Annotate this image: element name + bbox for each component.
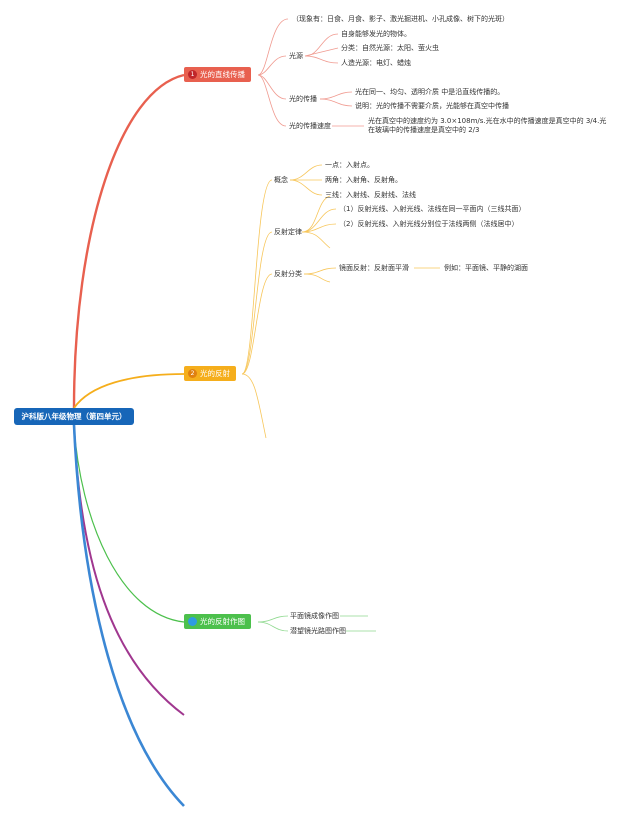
light-source-node[interactable]: 光源 (289, 52, 303, 60)
branch-label: 光的反射 (200, 369, 230, 378)
drawing-item[interactable]: 潜望镜光路图作图 (290, 627, 346, 635)
concept-item[interactable]: 一点：入射点。 (325, 161, 374, 169)
speed-text[interactable]: 光在真空中的速度约为 3.0×108m/s.光在水中的传播速度是真空中的 3/4… (368, 117, 607, 134)
root-label: 沪科版八年级物理（第四单元） (21, 412, 127, 421)
branch-line-5 (72, 424, 185, 807)
concept-node[interactable]: 概念 (274, 176, 288, 184)
law-item[interactable]: （2）反射光线、入射光线分别位于法线两侧（法线居中） (339, 220, 519, 228)
branch-2-connectors (241, 164, 440, 439)
law-node[interactable]: 反射定律 (274, 228, 302, 236)
branch-line-2 (73, 373, 185, 409)
concept-item[interactable]: 三线：入射线、反射线、法线 (325, 191, 416, 199)
phenomena-note[interactable]: （现象有：日食、月食、影子、激光掘进机、小孔成像、树下的光斑） (292, 15, 509, 23)
branch-3-connectors (257, 615, 376, 632)
propagation-node[interactable]: 光的传播 (289, 95, 317, 103)
branch-node-straight-line[interactable]: 1 光的直线传播 (184, 67, 251, 82)
branch-label: 光的直线传播 (200, 70, 245, 79)
types-node[interactable]: 反射分类 (274, 270, 302, 278)
source-item[interactable]: 分类：自然光源：太阳、萤火虫 (341, 44, 439, 52)
number-badge-icon: 2 (188, 369, 197, 378)
law-item[interactable]: （1）反射光线、入射光线、法线在同一平面内（三线共面） (339, 205, 526, 213)
source-item[interactable]: 自身能够发光的物体。 (341, 30, 411, 38)
branch-line-3 (73, 424, 185, 623)
branch-line-4 (73, 424, 185, 716)
propagation-item[interactable]: 说明：光的传播不需要介质，光能够在真空中传播 (355, 102, 509, 110)
number-badge-icon: 1 (188, 70, 197, 79)
branch-line-1 (72, 73, 185, 409)
root-node[interactable]: 沪科版八年级物理（第四单元） (14, 408, 134, 425)
speed-node[interactable]: 光的传播速度 (289, 122, 331, 130)
mirror-example[interactable]: 例如：平面镜、平静的湖面 (444, 264, 528, 272)
branch-label: 光的反射作图 (200, 617, 245, 626)
circle-badge-icon (188, 617, 197, 626)
drawing-item[interactable]: 平面镜成像作图 (290, 612, 339, 620)
propagation-item[interactable]: 光在同一、均匀、透明介质 中是沿直线传播的。 (355, 88, 505, 96)
mirror-reflection[interactable]: 镜面反射：反射面平滑 (339, 264, 409, 272)
branch-node-reflection-drawing[interactable]: 光的反射作图 (184, 614, 251, 629)
branch-node-reflection[interactable]: 2 光的反射 (184, 366, 236, 381)
branch-1-connectors (257, 18, 364, 127)
source-item[interactable]: 人造光源：电灯、蜡烛 (341, 59, 411, 67)
concept-item[interactable]: 两角：入射角、反射角。 (325, 176, 402, 184)
